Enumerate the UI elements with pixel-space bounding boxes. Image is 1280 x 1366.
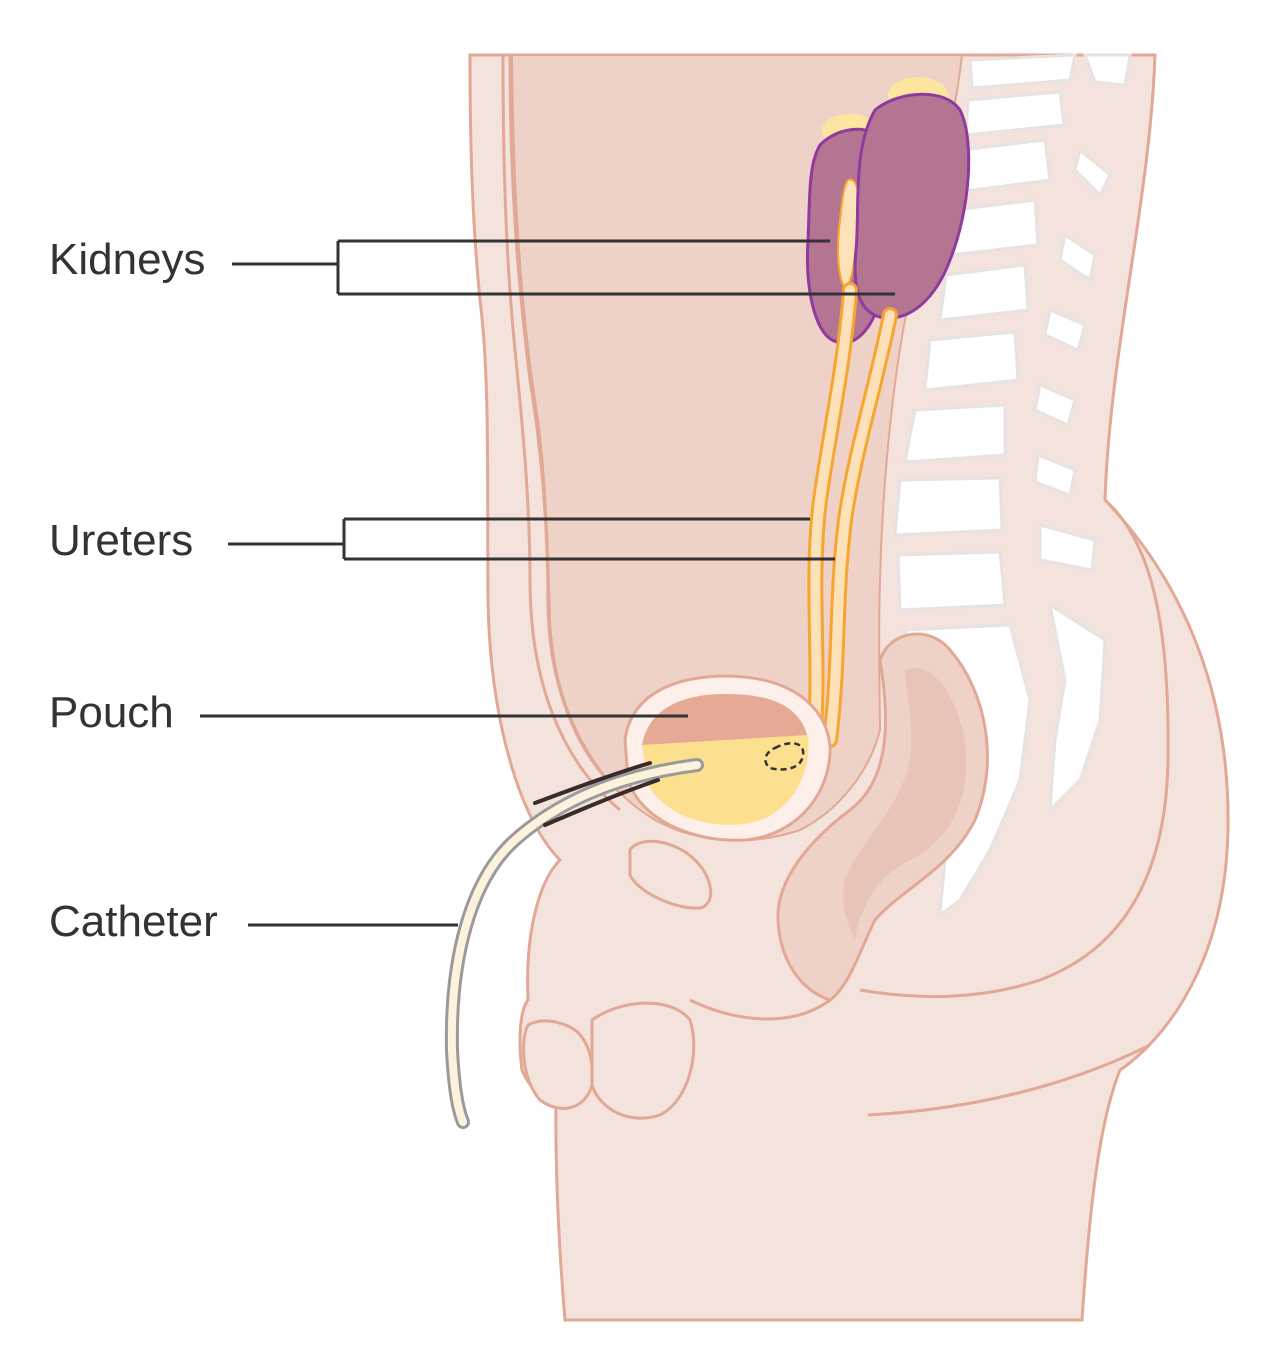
vertebra [903, 403, 1007, 464]
label-kidneys: Kidneys [49, 235, 206, 284]
vertebra [964, 90, 1066, 137]
rectum-inner [843, 668, 967, 940]
spinous-process [1033, 382, 1077, 428]
valve-outline [764, 742, 805, 771]
spinous-process [1033, 452, 1077, 498]
vertebra [893, 476, 1004, 537]
kidney-front [853, 92, 971, 320]
kidneys-leader [232, 239, 895, 296]
spinous-process [1038, 523, 1097, 572]
rectum [776, 632, 989, 1002]
catheter-tube-fill [447, 761, 701, 1126]
label-catheter: Catheter [49, 897, 218, 946]
external-genitalia [522, 998, 831, 1120]
ureters-leader [228, 517, 835, 561]
spinous-process [1047, 601, 1107, 814]
vertebra [896, 550, 1007, 612]
stoma-skin-upper [533, 761, 652, 805]
ureters [807, 282, 898, 748]
pouch [623, 674, 832, 842]
lower-belly-line [867, 1043, 1151, 1117]
label-ureters: Ureters [49, 516, 193, 565]
back-contour [859, 498, 1170, 999]
pubic-bone [628, 839, 713, 910]
vertebra [938, 263, 1030, 322]
label-pouch: Pouch [49, 688, 174, 737]
stoma-skin-lower [543, 778, 660, 827]
spinous-process [1082, 53, 1132, 87]
ureter-right-lumen [825, 310, 895, 745]
leader-lines [200, 239, 895, 927]
abdominal-wall-inner [508, 54, 631, 802]
abdominal-wall-outer [501, 54, 621, 812]
catheter [444, 758, 704, 1129]
spinous-process [1058, 232, 1097, 283]
spinous-process [1073, 147, 1112, 198]
spinous-process [1043, 307, 1087, 353]
ureter-left-lumen [810, 285, 855, 735]
kidneys [805, 77, 971, 345]
vertebra [968, 53, 1077, 90]
perineum-line [689, 998, 831, 1021]
pouch-urine [642, 735, 809, 825]
pouch-tissue [642, 693, 808, 745]
vertebra [923, 330, 1020, 392]
scrotum [590, 1001, 696, 1120]
penis [522, 1019, 594, 1110]
